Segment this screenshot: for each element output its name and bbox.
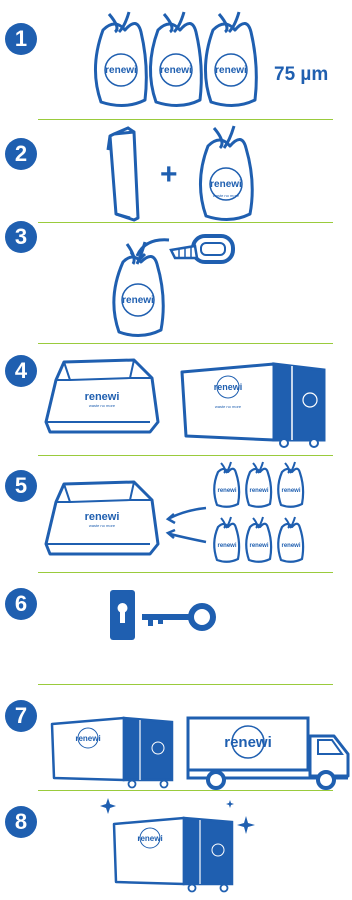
svg-text:renewi: renewi	[85, 391, 120, 403]
sparkle-icon	[100, 798, 116, 814]
waste-bag-icon: renewi	[95, 12, 146, 106]
svg-text:renewi: renewi	[224, 734, 272, 751]
waste-bag-icon: renewi	[205, 12, 256, 106]
svg-text:renewi: renewi	[281, 488, 300, 494]
svg-text:renewi: renewi	[210, 179, 242, 190]
svg-text:renewi: renewi	[137, 834, 162, 843]
waste-bag-icon: renewi	[246, 517, 271, 562]
container-icon: renewi	[52, 718, 172, 788]
svg-text:renewi: renewi	[85, 511, 120, 523]
waste-bag-icon: renewi	[214, 517, 239, 562]
svg-text:75 µm: 75 µm	[274, 64, 328, 85]
lock-icon	[110, 590, 135, 640]
step5-bags-into-container: renewi waste no more renewi renewi renew…	[40, 460, 310, 575]
key-icon	[142, 606, 213, 628]
waste-bag-icon: renewi	[278, 517, 303, 562]
svg-text:renewi: renewi	[249, 488, 268, 494]
cable-tie-icon	[171, 236, 233, 262]
bag-thickness-label: 75 µm	[272, 60, 347, 86]
step-number-1: 1	[5, 23, 37, 55]
waste-bag-icon: renewi	[278, 462, 303, 507]
svg-text:renewi: renewi	[249, 543, 268, 549]
step8-clean-container: renewi	[98, 794, 268, 900]
separator	[38, 343, 333, 344]
svg-text:waste no more: waste no more	[89, 523, 116, 528]
svg-text:waste no more: waste no more	[89, 403, 116, 408]
waste-bag-icon: renewi	[214, 462, 239, 507]
step-number-6: 6	[5, 588, 37, 620]
arrow-icon	[170, 534, 206, 542]
container-icon: renewi waste no more	[46, 360, 158, 432]
container-icon: renewi	[114, 818, 232, 892]
svg-text:renewi: renewi	[105, 65, 137, 76]
sparkle-icon	[237, 816, 255, 834]
waste-bag-icon: renewi	[246, 462, 271, 507]
svg-text:renewi: renewi	[122, 295, 154, 306]
waste-bag-icon: renewi	[150, 12, 201, 106]
step3-tie-bag: renewi	[105, 228, 265, 343]
svg-text:waste no more: waste no more	[215, 404, 242, 409]
svg-text:renewi: renewi	[215, 65, 247, 76]
arrow-icon	[170, 508, 206, 518]
step1-bags: renewi renewi renewi	[85, 8, 275, 113]
separator	[38, 572, 333, 573]
separator	[38, 790, 333, 791]
step4-containers: renewi waste no more renewi waste no mor…	[40, 350, 340, 450]
waste-bag-icon: renewi waste no more	[200, 126, 252, 220]
step-number-7: 7	[5, 700, 37, 732]
bag-holder-icon	[108, 128, 138, 220]
svg-text:renewi: renewi	[160, 65, 192, 76]
separator	[38, 222, 333, 223]
step7-container-truck: renewi renewi	[40, 700, 352, 795]
step2-holder-plus-bag: + renewi waste no more	[100, 122, 260, 228]
separator	[38, 455, 333, 456]
step-number-5: 5	[5, 470, 37, 502]
step6-lock-key	[110, 588, 220, 648]
svg-text:renewi: renewi	[217, 543, 236, 549]
step-number-8: 8	[5, 806, 37, 838]
plus-sign: +	[160, 158, 178, 191]
svg-text:renewi: renewi	[217, 488, 236, 494]
step-number-2: 2	[5, 138, 37, 170]
svg-text:waste no more: waste no more	[213, 193, 240, 198]
container-icon: renewi waste no more	[182, 364, 324, 447]
separator	[38, 684, 333, 685]
step-number-4: 4	[5, 355, 37, 387]
container-icon: renewi waste no more	[46, 482, 158, 554]
sparkle-icon	[226, 800, 234, 808]
svg-text:renewi: renewi	[281, 543, 300, 549]
svg-text:renewi: renewi	[75, 734, 100, 743]
step-number-3: 3	[5, 221, 37, 253]
truck-icon: renewi	[188, 718, 348, 788]
separator	[38, 119, 333, 120]
